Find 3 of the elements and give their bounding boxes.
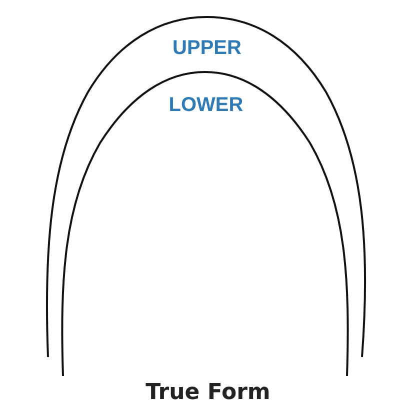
diagram-title: True Form: [146, 380, 270, 406]
arch-label: UPPER: [172, 37, 242, 59]
arch-label: LOWER: [168, 94, 244, 116]
